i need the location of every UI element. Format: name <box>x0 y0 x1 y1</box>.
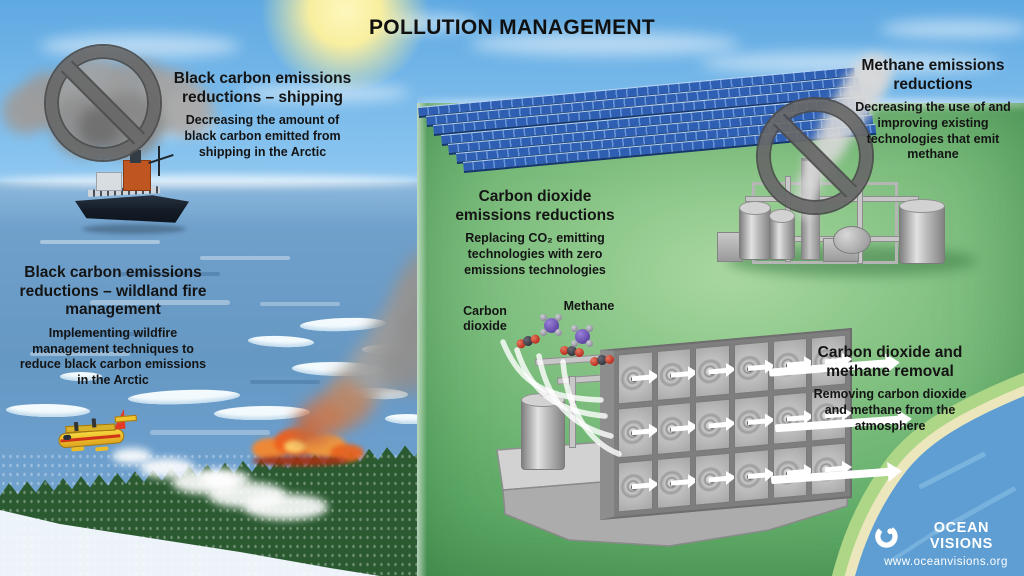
snow-bank <box>0 510 380 576</box>
ship-reflection <box>82 224 186 234</box>
panel-divider-haze <box>417 103 427 576</box>
ocean-visions-wordmark: OCEAN VISIONS <box>929 520 993 552</box>
ocean-visions-url[interactable]: www.oceanvisions.org <box>884 556 1008 568</box>
stream <box>536 353 614 439</box>
section-shipping: Black carbon emissions reductions – ship… <box>155 70 370 160</box>
section-removal: Carbon dioxide and methane removal Remov… <box>783 344 997 434</box>
section-co2-reduction: Carbon dioxide emissions reductions Repl… <box>425 188 645 278</box>
dac-tank <box>521 387 565 470</box>
firefighting-plane <box>56 404 144 463</box>
ocean-visions-logo: OCEAN VISIONS www.oceanvisions.org <box>874 520 1018 568</box>
ocean-streak <box>200 256 290 260</box>
hydrogen-atom <box>571 325 578 332</box>
plane-engine <box>91 418 97 428</box>
ocean-streak <box>150 430 270 435</box>
smoke-puff <box>855 54 893 92</box>
ocean-visions-logo-icon <box>875 524 898 548</box>
hydrogen-atom <box>571 340 578 347</box>
ship-cabin-white <box>96 172 122 191</box>
tank-cap <box>899 199 945 213</box>
stream <box>514 347 608 419</box>
factory-tank <box>739 201 771 260</box>
ship-funnel <box>130 150 141 163</box>
ice-floes <box>0 0 417 576</box>
tank-cap <box>739 201 771 215</box>
ocean-streak <box>90 300 230 305</box>
boreal-forest <box>0 445 417 576</box>
section-wildfire: Black carbon emissions reductions – wild… <box>6 264 220 389</box>
section-removal-body: Removing carbon dioxide and methane from… <box>813 387 967 433</box>
tank-cap <box>769 209 795 223</box>
hydrogen-atom <box>540 329 547 336</box>
ocean-streaks <box>0 0 417 576</box>
flame <box>284 440 306 453</box>
section-removal-heading: Carbon dioxide and methane removal <box>817 344 963 380</box>
ocean-streak <box>60 332 144 336</box>
section-co2-heading: Carbon dioxide emissions reductions <box>455 188 615 224</box>
ship-hull <box>75 195 189 223</box>
section-methane-heading: Methane emissions reductions <box>861 57 1005 93</box>
section-co2-body: Replacing CO₂ emitting technologies with… <box>464 231 606 277</box>
cloud <box>240 84 410 102</box>
factory-sphere-tank <box>833 226 871 254</box>
smoke-puff <box>166 88 214 136</box>
factory-tank <box>769 209 795 260</box>
section-wildfire-body: Implementing wildfire management techniq… <box>19 325 207 388</box>
section-shipping-heading: Black carbon emissions reductions – ship… <box>173 70 352 106</box>
ship-mast <box>158 146 160 176</box>
ocean-streak <box>250 380 320 384</box>
methane-molecule <box>571 325 593 347</box>
arctic-ocean-scene: Black carbon emissions reductions – ship… <box>0 0 417 576</box>
plane-float <box>95 446 109 452</box>
cargo-ship <box>0 0 417 576</box>
prohibition-sign-shipping <box>46 46 160 160</box>
label-methane: Methane <box>563 299 615 313</box>
cloud <box>470 32 740 56</box>
water-streak <box>934 486 1016 535</box>
hydrogen-atom <box>555 314 562 321</box>
ocean-streak <box>260 302 340 306</box>
section-methane-reduction: Methane emissions reductions Decreasing … <box>845 57 1021 163</box>
hydrogen-atom <box>540 314 547 321</box>
spray-puff <box>112 448 152 464</box>
ocean-streak <box>120 272 220 276</box>
oxygen-atom <box>574 346 585 358</box>
page-title: POLLUTION MANAGEMENT <box>369 16 655 39</box>
factory-unit <box>717 232 743 262</box>
ocean-streak <box>40 240 160 244</box>
water-streak <box>889 525 945 563</box>
section-wildfire-heading: Black carbon emissions reductions – wild… <box>19 264 207 319</box>
oxygen-atom <box>604 353 615 365</box>
spray-puff <box>200 470 250 488</box>
hydrogen-atom <box>586 325 593 332</box>
section-shipping-body: Decreasing the amount of black carbon em… <box>184 113 341 159</box>
smoke-puff <box>2 88 48 134</box>
ocean-streak <box>30 352 130 356</box>
label-carbon-dioxide: Carbon dioxide <box>463 304 507 333</box>
plane-engine <box>73 421 79 432</box>
stream <box>560 359 622 457</box>
cloud <box>880 20 1024 38</box>
spray-puff <box>244 494 328 520</box>
molecule-cluster <box>417 0 1024 576</box>
hydrogen-atom <box>586 340 593 347</box>
ice-floe <box>60 372 102 381</box>
plane-float <box>71 446 85 452</box>
hydrogen-atom <box>555 329 562 336</box>
factory-tank-large <box>899 199 945 264</box>
air-intake-streams <box>500 339 622 457</box>
coast-water <box>855 396 1024 576</box>
methane-molecule <box>540 314 562 336</box>
section-methane-body: Decreasing the use of and improving exis… <box>855 100 1011 162</box>
prohibition-sign-methane <box>758 99 872 213</box>
wildfire-smoke-plume <box>0 0 417 576</box>
water-drop-spray <box>0 0 417 576</box>
flame <box>252 456 348 466</box>
plane-tailplane <box>114 414 137 423</box>
water-streak <box>918 452 986 489</box>
land-scene: Carbon dioxide Methane Carbon dioxide em… <box>417 0 1024 576</box>
cloud <box>700 52 1000 74</box>
